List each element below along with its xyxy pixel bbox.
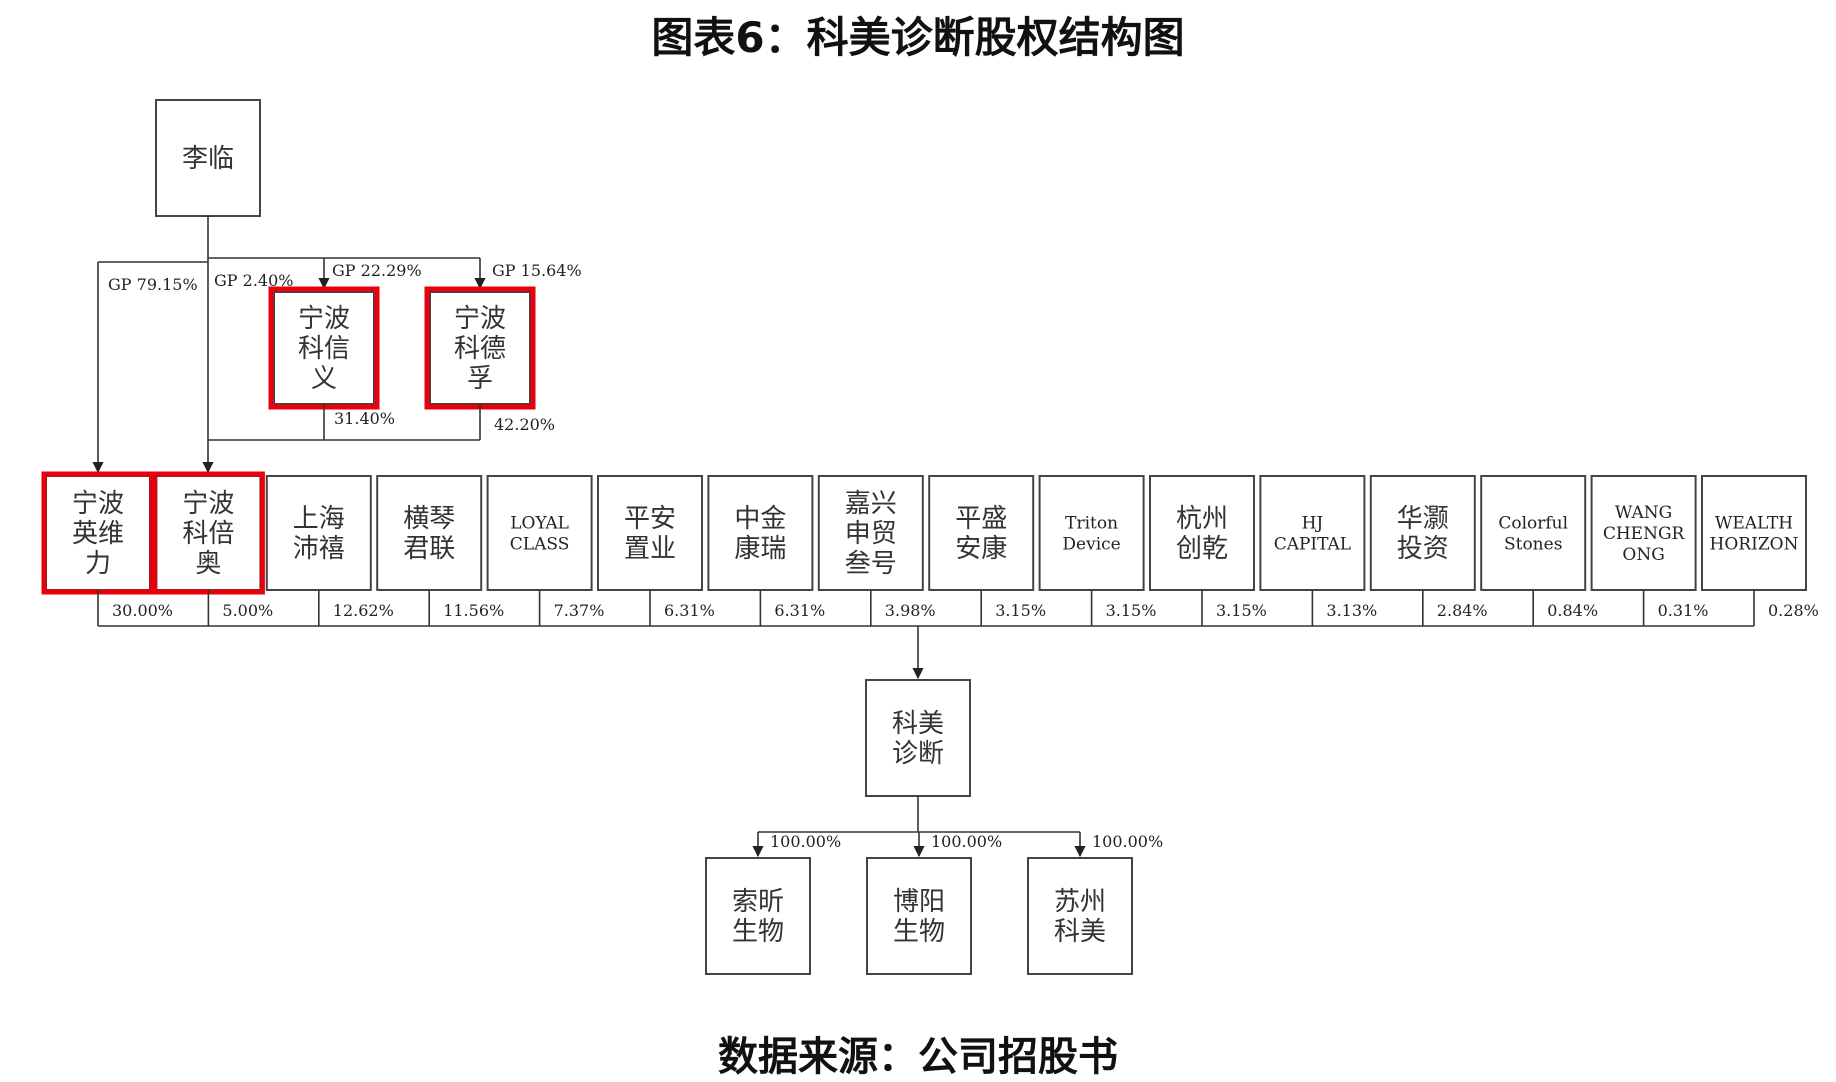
shareholder-14-label: WANG	[1615, 503, 1672, 523]
gp-entity-kdf-label: 宁波	[454, 304, 506, 334]
shareholder-pct-8: 3.15%	[995, 601, 1046, 620]
shareholder-1-label: 宁波	[182, 489, 234, 519]
shareholder-pct-7: 3.98%	[885, 601, 936, 620]
top-holder-li-lin-label: 李临	[182, 144, 234, 174]
shareholder-13-label: Colorful	[1498, 514, 1568, 534]
subsidiary-0-box	[705, 857, 811, 975]
shareholder-pct-14: 0.31%	[1658, 601, 1709, 620]
shareholder-6-label: 中金	[734, 504, 786, 534]
shareholder-10-box	[1149, 475, 1255, 591]
subsidiary-0-label: 生物	[732, 917, 784, 947]
shareholder-7-label: 嘉兴	[845, 489, 897, 519]
top-holder-li-lin-box	[155, 99, 261, 217]
gp-entity-kdf-label: 科德	[454, 334, 506, 364]
shareholder-8-box	[928, 475, 1035, 591]
subsidiary-2-box	[1027, 857, 1133, 975]
subsidiary-pct-1: 100.00%	[931, 832, 1002, 851]
shareholder-1-label: 科倍	[182, 519, 234, 549]
shareholder-14-label: CHENGR	[1603, 524, 1686, 544]
shareholder-7-label: 申贸	[845, 519, 897, 549]
shareholder-15-box	[1701, 475, 1807, 591]
gp-entity-kdf-label: 孚	[467, 364, 493, 394]
shareholder-4-label: CLASS	[510, 535, 570, 555]
shareholder-8-label: 平盛	[955, 504, 1007, 534]
shareholder-0-label: 力	[85, 549, 111, 579]
shareholder-pct-3: 11.56%	[443, 601, 504, 620]
shareholder-9-label: Triton	[1065, 514, 1118, 534]
shareholder-2-label: 上海	[293, 504, 345, 534]
shareholder-pct-2: 12.62%	[333, 601, 394, 620]
shareholder-pct-10: 3.15%	[1216, 601, 1267, 620]
shareholder-11-label: HJ	[1302, 514, 1324, 534]
shareholder-pct-0: 30.00%	[112, 601, 173, 620]
shareholder-pct-4: 7.37%	[554, 601, 605, 620]
gp-label-kebeiao: GP 2.40%	[214, 271, 293, 290]
data-source-note: 数据来源：公司招股书	[718, 1034, 1118, 1080]
shareholder-4-label: LOYAL	[510, 514, 569, 534]
subsidiary-1-label: 博阳	[893, 887, 945, 917]
gp-entity-kxy-label: 义	[311, 364, 337, 394]
shareholder-7-box	[817, 475, 924, 591]
shareholder-10-label: 杭州	[1176, 504, 1228, 534]
shareholder-9-label: Device	[1062, 535, 1120, 555]
company-kemei-label: 诊断	[892, 739, 944, 769]
shareholder-6-label: 康瑞	[734, 534, 786, 564]
shareholder-12-label: 华灏	[1397, 504, 1449, 534]
gp-entity-kxy-box	[273, 291, 375, 405]
shareholder-pct-15: 0.28%	[1768, 601, 1819, 620]
gp-label-kxy: GP 22.29%	[332, 261, 422, 280]
gp-entity-kxy-label: 宁波	[298, 304, 350, 334]
shareholder-5-box	[597, 475, 703, 591]
shareholder-0-label: 英维	[72, 519, 124, 549]
company-kemei-label: 科美	[892, 709, 944, 739]
subsidiary-pct-0: 100.00%	[770, 832, 841, 851]
shareholder-11-label: CAPITAL	[1274, 535, 1351, 555]
stake-label-kxy: 31.40%	[334, 409, 395, 428]
subsidiary-pct-2: 100.00%	[1092, 832, 1163, 851]
shareholder-pct-11: 3.13%	[1326, 601, 1377, 620]
shareholder-15-label: WEALTH	[1715, 514, 1793, 534]
shareholder-7-label: 叁号	[845, 549, 897, 579]
gp-entity-kxy-label: 科信	[298, 334, 350, 364]
shareholder-10-label: 创乾	[1176, 534, 1228, 564]
subsidiary-2-label: 苏州	[1054, 887, 1106, 917]
shareholder-pct-9: 3.15%	[1106, 601, 1157, 620]
shareholder-5-label: 平安	[624, 504, 676, 534]
shareholder-pct-13: 0.84%	[1547, 601, 1598, 620]
stake-label-kdf: 42.20%	[494, 415, 555, 434]
shareholder-12-box	[1369, 475, 1476, 591]
shareholder-13-box	[1480, 475, 1587, 591]
shareholder-pct-5: 6.31%	[664, 601, 715, 620]
shareholder-15-label: HORIZON	[1710, 535, 1799, 555]
shareholder-pct-12: 2.84%	[1437, 601, 1488, 620]
shareholder-1-box	[155, 475, 262, 591]
shareholder-12-label: 投资	[1397, 534, 1449, 564]
gp-label-kdf: GP 15.64%	[492, 261, 582, 280]
gp-entity-kdf-box	[429, 291, 531, 405]
shareholder-2-label: 沛禧	[293, 534, 345, 564]
shareholder-13-label: Stones	[1504, 535, 1562, 555]
shareholder-8-label: 安康	[955, 534, 1007, 564]
shareholder-pct-1: 5.00%	[222, 601, 273, 620]
chart-title: 图表6：科美诊断股权结构图	[651, 13, 1185, 62]
subsidiary-1-label: 生物	[893, 917, 945, 947]
gp-label-yingweili: GP 79.15%	[108, 275, 198, 294]
shareholder-14-label: ONG	[1622, 545, 1664, 565]
subsidiary-0-label: 索昕	[732, 887, 784, 917]
shareholder-0-label: 宁波	[72, 489, 124, 519]
shareholder-3-label: 横琴	[403, 504, 455, 534]
shareholder-1-label: 奥	[195, 549, 221, 579]
subsidiary-1-box	[866, 857, 972, 975]
shareholder-5-label: 置业	[624, 534, 676, 564]
shareholder-3-label: 君联	[403, 534, 455, 564]
shareholder-pct-6: 6.31%	[774, 601, 825, 620]
subsidiary-2-label: 科美	[1054, 917, 1106, 947]
